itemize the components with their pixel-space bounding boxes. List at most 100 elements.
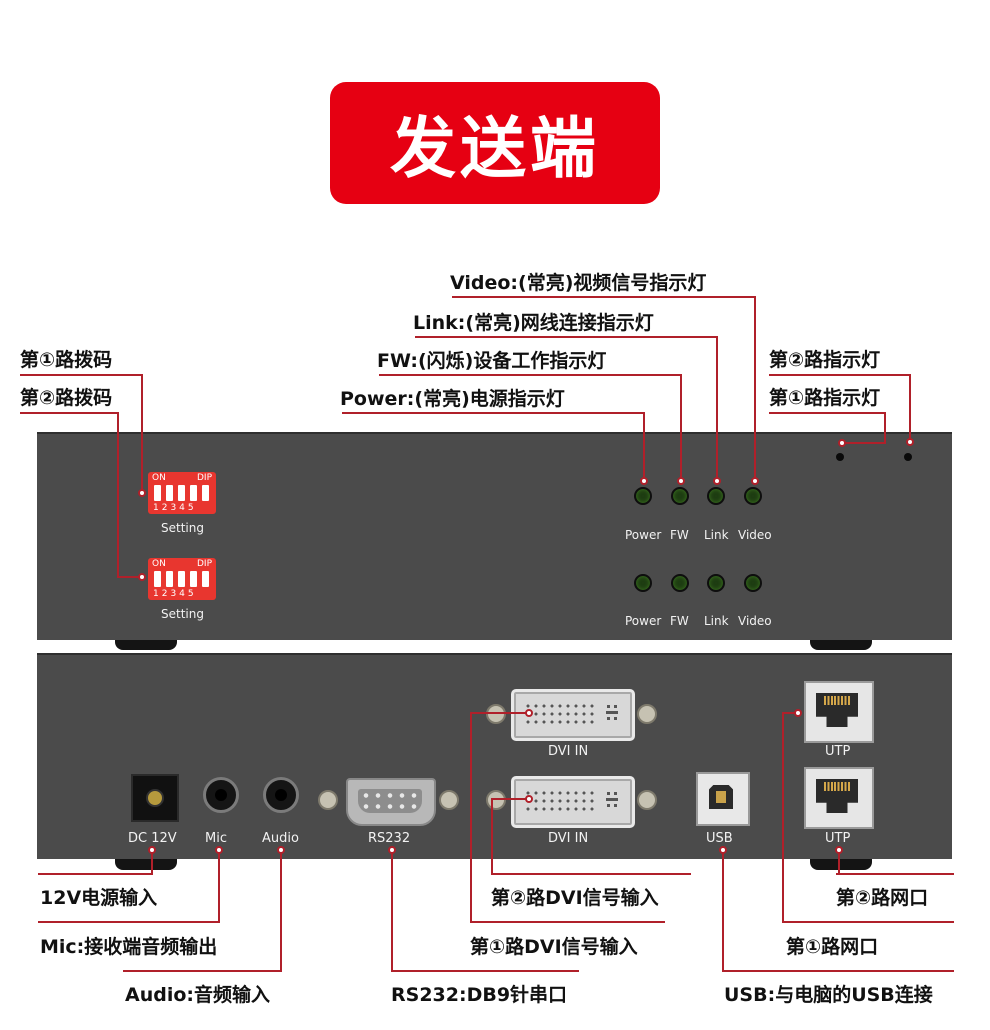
usb-port[interactable]	[696, 772, 750, 826]
leader-power-in-dot	[148, 846, 156, 854]
callout-dvi1: 第①路DVI信号输入	[470, 936, 638, 958]
dc-power-jack[interactable]	[131, 774, 179, 822]
leader-video-h	[452, 296, 756, 298]
callout-usb: USB:与电脑的USB连接	[724, 984, 933, 1006]
leader-lan2-h	[836, 873, 954, 875]
mic-label: Mic	[205, 831, 227, 846]
link-led-2	[707, 574, 725, 592]
leader-ch2-dot	[906, 438, 914, 446]
led-label-fw: FW	[670, 614, 689, 628]
rs232-label: RS232	[368, 831, 411, 846]
mic-jack[interactable]	[203, 777, 239, 813]
audio-jack[interactable]	[263, 777, 299, 813]
leader-dip2-h	[20, 412, 119, 414]
leader-audio-dot	[277, 846, 285, 854]
setting-label-1: Setting	[161, 521, 204, 535]
dip-numbers: 12345	[153, 589, 197, 599]
utp-port-2[interactable]	[804, 767, 874, 829]
channel-1-indicator	[904, 453, 912, 461]
leader-usb-v	[722, 850, 724, 971]
leader-link-h	[415, 336, 718, 338]
video-led-1	[744, 487, 762, 505]
dip-numbers: 12345	[153, 503, 197, 513]
leader-audio-v	[280, 850, 282, 971]
leader-video-v	[754, 296, 756, 481]
callout-power-in: 12V电源输入	[40, 887, 158, 909]
back-foot-left	[115, 856, 177, 870]
leader-dvi1-h2	[470, 712, 528, 714]
leader-usb-h	[722, 970, 954, 972]
leader-dvi1-v	[470, 712, 472, 922]
leader-lan2-v	[838, 850, 840, 874]
leader-dvi1-h	[470, 921, 665, 923]
dvi-port-1[interactable]	[511, 776, 635, 828]
leader-dvi2-h2	[491, 798, 529, 800]
dvi2-screw-right	[637, 704, 657, 724]
callout-ch2-indicator: 第②路指示灯	[769, 349, 881, 371]
fw-led-2	[671, 574, 689, 592]
audio-label: Audio	[262, 831, 299, 846]
dvi1-screw-left	[486, 790, 506, 810]
leader-audio-h	[123, 970, 282, 972]
callout-dip2: 第②路拨码	[20, 387, 113, 409]
leader-lan1-v	[782, 712, 784, 922]
leader-video-dot	[751, 477, 759, 485]
callout-lan1: 第①路网口	[786, 936, 879, 958]
leader-dip1-v	[141, 374, 143, 493]
setting-label-2: Setting	[161, 607, 204, 621]
leader-dvi2-v	[491, 798, 493, 874]
back-foot-right	[810, 856, 872, 870]
leader-dip2-dot	[138, 573, 146, 581]
leader-rs232-dot	[388, 846, 396, 854]
leader-lan1-h	[782, 921, 954, 923]
front-panel	[37, 432, 952, 640]
leader-ch1-h2	[842, 442, 886, 444]
leader-ch2-h	[769, 374, 911, 376]
leader-power-h	[342, 412, 645, 414]
callout-power-led: Power:(常亮)电源指示灯	[340, 388, 565, 410]
power-led-1	[634, 487, 652, 505]
rs232-port[interactable]	[346, 778, 436, 826]
channel-2-indicator	[836, 453, 844, 461]
dip-on-label: ON	[152, 473, 166, 483]
dvi1-label: DVI IN	[548, 831, 589, 846]
leader-fw-h	[379, 374, 682, 376]
leader-dvi2-h	[491, 873, 691, 875]
dip-switch-2[interactable]: ON DIP 12345	[148, 558, 216, 600]
leader-mic-v	[218, 850, 220, 922]
leader-ch1-v	[884, 412, 886, 444]
leader-lan1-dot	[794, 709, 802, 717]
leader-mic-dot	[215, 846, 223, 854]
leader-dip2-v	[117, 412, 119, 578]
leader-rs232-h	[391, 970, 579, 972]
led-label-link: Link	[704, 614, 729, 628]
usb-label: USB	[706, 831, 733, 846]
callout-lan2: 第②路网口	[836, 887, 929, 909]
leader-rs232-v	[391, 850, 393, 971]
rs232-screw-right	[439, 790, 459, 810]
utp-port-1[interactable]	[804, 681, 874, 743]
dip-label: DIP	[196, 559, 212, 569]
leader-fw-v	[680, 374, 682, 481]
leader-lan1-h2	[782, 712, 798, 714]
led-label-link: Link	[704, 528, 729, 542]
page-title: 发送端	[390, 110, 600, 187]
led-label-power: Power	[625, 528, 662, 542]
leader-ch1-h	[769, 412, 886, 414]
dc-label: DC 12V	[128, 831, 177, 846]
leader-power-dot	[640, 477, 648, 485]
leader-link-v	[716, 336, 718, 481]
leader-fw-dot	[677, 477, 685, 485]
dvi1-screw-right	[637, 790, 657, 810]
title-banner: 发送端	[330, 82, 660, 204]
leader-dvi1-dot	[525, 709, 533, 717]
leader-lan2-dot	[835, 846, 843, 854]
callout-rs232: RS232:DB9针串口	[391, 984, 568, 1006]
leader-mic-h	[38, 921, 220, 923]
leader-ch1-dot	[838, 439, 846, 447]
power-led-2	[634, 574, 652, 592]
dip-on-label: ON	[152, 559, 166, 569]
leader-dvi2-dot	[525, 795, 533, 803]
led-label-power: Power	[625, 614, 662, 628]
